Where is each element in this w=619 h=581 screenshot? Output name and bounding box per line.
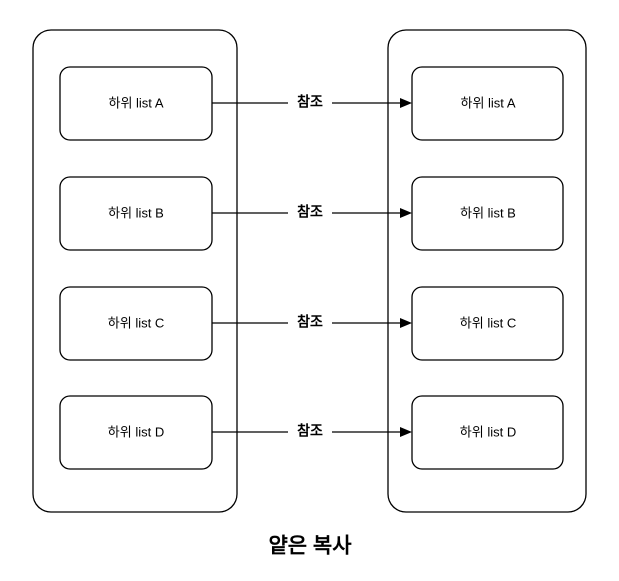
target-node-c[interactable]: 하위 list C bbox=[411, 286, 564, 361]
source-node-b-label: 하위 list B bbox=[108, 205, 164, 220]
edge-label-backdrop-d bbox=[288, 421, 332, 443]
source-node-c[interactable]: 하위 list C bbox=[59, 286, 213, 361]
edge-label-backdrop-b bbox=[288, 202, 332, 224]
source-node-c-box[interactable] bbox=[59, 286, 213, 361]
target-node-d-box[interactable] bbox=[411, 395, 564, 470]
arrowhead-icon-a bbox=[400, 98, 412, 108]
edge-group-a: 참조 bbox=[212, 92, 412, 114]
target-node-b-label: 하위 list B bbox=[460, 205, 516, 220]
edge-group-d: 참조 bbox=[212, 421, 412, 443]
source-node-d[interactable]: 하위 list D bbox=[59, 395, 213, 470]
source-node-a-box[interactable] bbox=[59, 66, 213, 141]
source-node-d-box[interactable] bbox=[59, 395, 213, 470]
source-container bbox=[32, 29, 238, 513]
target-node-d[interactable]: 하위 list D bbox=[411, 395, 564, 470]
source-node-c-label: 하위 list C bbox=[108, 315, 164, 330]
edge-label-c: 참조 bbox=[297, 314, 323, 330]
edge-group-b: 참조 bbox=[212, 202, 412, 224]
diagram-caption: 얕은 복사 bbox=[268, 535, 352, 558]
arrowhead-icon-d bbox=[400, 427, 412, 437]
source-node-d-label: 하위 list D bbox=[108, 424, 164, 439]
target-node-c-label: 하위 list C bbox=[460, 315, 516, 330]
edge-group-c: 참조 bbox=[212, 312, 412, 334]
arrowhead-icon-b bbox=[400, 208, 412, 218]
edge-label-b: 참조 bbox=[297, 204, 323, 220]
edge-label-backdrop-c bbox=[288, 312, 332, 334]
target-node-d-label: 하위 list D bbox=[460, 424, 516, 439]
source-node-a[interactable]: 하위 list A bbox=[59, 66, 213, 141]
target-node-a-box[interactable] bbox=[411, 66, 564, 141]
target-node-a[interactable]: 하위 list A bbox=[411, 66, 564, 141]
source-node-b-box[interactable] bbox=[59, 176, 213, 251]
target-node-c-box[interactable] bbox=[411, 286, 564, 361]
edge-label-a: 참조 bbox=[297, 94, 323, 110]
source-node-a-label: 하위 list A bbox=[109, 95, 164, 110]
target-node-b[interactable]: 하위 list B bbox=[411, 176, 564, 251]
target-node-a-label: 하위 list A bbox=[461, 95, 516, 110]
arrowhead-icon-c bbox=[400, 318, 412, 328]
target-container bbox=[387, 29, 587, 513]
edge-label-backdrop-a bbox=[288, 92, 332, 114]
source-node-b[interactable]: 하위 list B bbox=[59, 176, 213, 251]
edge-label-d: 참조 bbox=[297, 423, 323, 439]
target-node-b-box[interactable] bbox=[411, 176, 564, 251]
